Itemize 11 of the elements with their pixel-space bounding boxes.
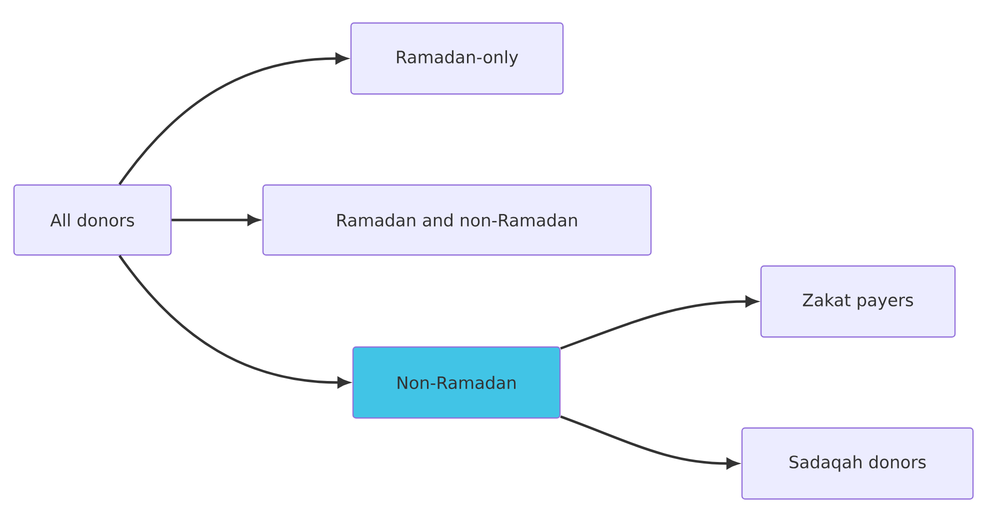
arrow bbox=[118, 53, 348, 186]
arrow bbox=[118, 254, 350, 388]
arrow bbox=[172, 214, 260, 226]
process-box: Ramadan and non-Ramadan bbox=[262, 184, 652, 256]
process-box: Non-Ramadan bbox=[352, 346, 561, 419]
arrow bbox=[560, 296, 758, 350]
process-box: Zakat payers bbox=[760, 265, 956, 338]
process-box: Sadaqah donors bbox=[741, 427, 974, 500]
process-box: Ramadan-only bbox=[350, 22, 564, 95]
process-box: All donors bbox=[13, 184, 172, 256]
arrow bbox=[560, 415, 738, 469]
